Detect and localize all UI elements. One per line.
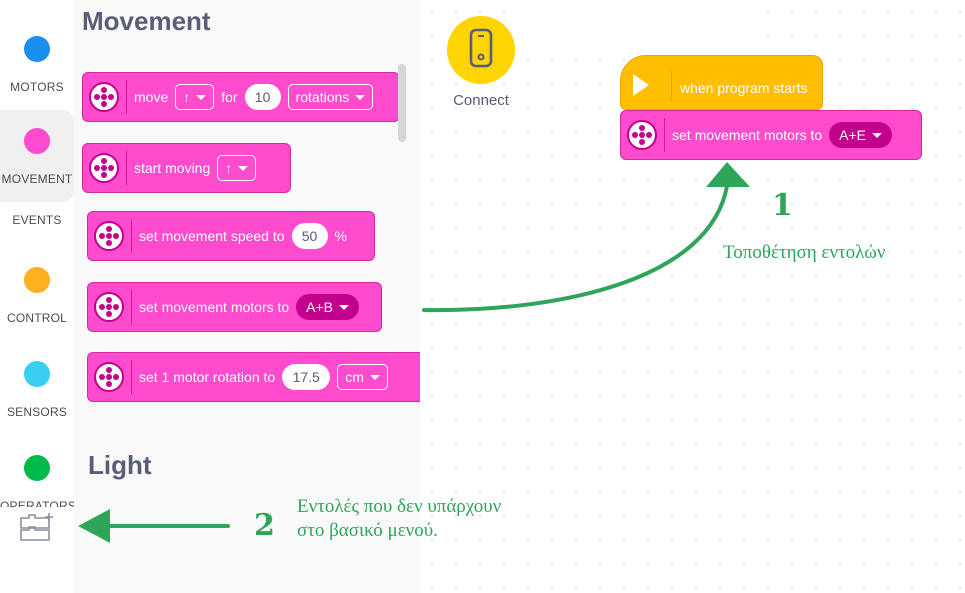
rotations-input[interactable]: 10 — [244, 84, 281, 110]
category-operators[interactable]: OPERATORS — [0, 455, 74, 507]
block-label: set movement motors to — [672, 127, 823, 143]
hat-block-label: when program starts — [680, 80, 808, 96]
annotation-text-2-line2: στο βασικό μενού. — [297, 520, 438, 541]
block-label-for: for — [221, 89, 238, 105]
chevron-down-icon — [339, 304, 350, 310]
direction-dropdown[interactable]: ↑ — [217, 155, 257, 181]
category-events[interactable]: EVENTS — [0, 213, 74, 227]
block-set-movement-speed[interactable]: set movement speed to 50 % — [87, 211, 375, 261]
unit-dropdown[interactable]: rotations — [287, 84, 374, 110]
chevron-down-icon — [238, 165, 249, 171]
category-motors[interactable]: MOTORS — [0, 36, 74, 94]
chevron-down-icon — [196, 94, 207, 100]
block-label: set 1 motor rotation to — [139, 369, 276, 385]
unit-dropdown[interactable]: cm — [337, 364, 388, 390]
category-control[interactable]: CONTROL — [0, 267, 74, 325]
block-set-movement-motors[interactable]: set movement motors to A+B — [87, 282, 382, 332]
add-extension-icon — [20, 513, 53, 541]
motors-category-dot — [24, 36, 50, 62]
block-move[interactable]: move ↑ for 10 rotations — [82, 72, 400, 122]
movement-block-icon — [94, 362, 124, 392]
category-label: CONTROL — [6, 311, 68, 325]
category-label: MOTORS — [10, 80, 64, 94]
block-label: set movement speed to — [139, 228, 285, 244]
motor-pair-dropdown[interactable]: A+E — [829, 122, 893, 148]
block-palette: Movement move ↑ for 10 rotations start m… — [74, 0, 420, 593]
movement-block-icon — [94, 292, 124, 322]
block-label: start moving — [134, 160, 211, 176]
sensors-category-dot — [24, 361, 50, 387]
chevron-down-icon — [355, 94, 366, 100]
title-area — [523, 6, 761, 44]
section-title-light: Light — [88, 450, 152, 480]
movement-block-icon — [89, 153, 119, 183]
connect-button[interactable]: Connect — [447, 16, 515, 109]
annotation-number-2: 2 — [254, 508, 275, 543]
annotation-text-2: Εντολές που δεν υπάρχουν στο βασικό μενο… — [297, 495, 501, 543]
annotation-text-1: Τοποθέτηση εντολών — [723, 242, 886, 263]
annotation-text-2-line1: Εντολές που δεν υπάρχουν — [297, 496, 502, 517]
category-label: EVENTS — [12, 213, 62, 227]
direction-dropdown[interactable]: ↑ — [175, 84, 215, 110]
category-label: MOVEMENT — [1, 172, 73, 186]
add-extension-button[interactable] — [18, 512, 58, 553]
category-sidebar: MOTORS MOVEMENT EVENTS CONTROL SENSORS O… — [0, 0, 74, 593]
movement-block-icon — [89, 82, 119, 112]
block-set-motor-rotation[interactable]: set 1 motor rotation to 17.5 cm — [87, 352, 420, 402]
chevron-down-icon — [369, 374, 380, 380]
block-label: move — [134, 89, 169, 105]
connect-label: Connect — [453, 92, 509, 109]
palette-scrollbar[interactable] — [398, 64, 406, 142]
category-label: SENSORS — [6, 405, 68, 419]
when-program-starts-block[interactable]: when program starts — [620, 55, 823, 110]
movement-category-dot — [24, 128, 50, 154]
annotation-number-1: 1 — [772, 188, 793, 223]
block-label: set movement motors to — [139, 299, 290, 315]
operators-category-dot — [24, 455, 50, 481]
block-start-moving[interactable]: start moving ↑ — [82, 143, 291, 193]
section-title-movement: Movement — [82, 6, 211, 36]
control-category-dot — [24, 267, 50, 293]
chevron-down-icon — [872, 132, 883, 138]
category-movement[interactable]: MOVEMENT — [0, 110, 74, 202]
category-sensors[interactable]: SENSORS — [0, 361, 74, 419]
category-label: OPERATORS — [0, 499, 74, 507]
connect-circle — [447, 16, 515, 84]
phone-icon — [469, 28, 493, 68]
speed-unit-label: % — [334, 228, 347, 244]
speed-input[interactable]: 50 — [291, 223, 328, 249]
movement-block-icon — [94, 221, 124, 251]
rotation-input[interactable]: 17.5 — [282, 364, 331, 390]
play-icon — [633, 74, 649, 96]
motor-pair-dropdown[interactable]: A+B — [296, 294, 360, 320]
movement-block-icon — [627, 120, 657, 150]
canvas-set-movement-motors-block[interactable]: set movement motors to A+E — [620, 110, 922, 160]
